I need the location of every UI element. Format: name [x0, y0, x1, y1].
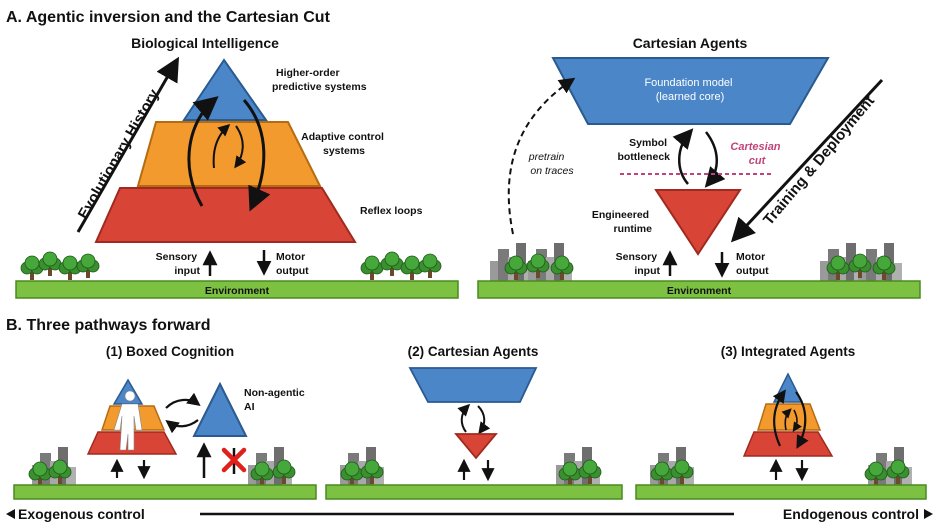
foundation-label: Foundation model (learned core) — [644, 77, 735, 103]
bio-title: Biological Intelligence — [131, 35, 279, 51]
training-arrow — [730, 78, 884, 243]
bio-inner-loop-up — [212, 123, 231, 169]
exogenous-label: Exogenous control — [18, 506, 145, 522]
path2-runtime-block — [454, 433, 498, 460]
engineered-runtime-block — [654, 189, 742, 256]
panel-b-heading: B. Three pathways forward — [6, 317, 211, 334]
cart-sensory-label: Sensory input — [616, 251, 661, 277]
integrated-inner-loop-up — [781, 408, 792, 431]
adaptive-label: Adaptive control systems — [301, 131, 387, 157]
cart-environment-label: Environment — [667, 285, 732, 297]
endogenous-label: Endogenous control — [783, 506, 919, 522]
path2-loop-down — [477, 405, 491, 435]
nonagentic-label: Non-agentic AI — [244, 387, 308, 413]
symbol-bottleneck-label: Symbol bottleneck — [617, 137, 670, 163]
bio-feedback-loop-up — [187, 96, 219, 207]
panel-a-heading: A. Agentic inversion and the Cartesian C… — [6, 9, 331, 26]
integrated-adaptive-tier — [756, 403, 822, 431]
path3-environment-bar — [635, 484, 927, 500]
spectrum-right-arrowhead — [924, 509, 933, 519]
bio-trees-right — [360, 251, 442, 281]
nonagentic-ai-block — [192, 381, 248, 437]
blocked-x-icon — [221, 447, 247, 473]
bio-environment-bar — [15, 280, 459, 299]
path2-foundation-block — [408, 367, 538, 403]
pretrain-arrow — [507, 77, 576, 235]
integrated-loop-down — [795, 391, 809, 449]
spectrum-left-arrowhead — [6, 509, 15, 519]
path2-environment-bar — [325, 484, 623, 500]
bio-feedback-loop-down — [242, 99, 271, 212]
integrated-loop-up — [772, 389, 786, 447]
evolution-arrow — [76, 56, 179, 233]
foundation-model-block — [551, 57, 830, 125]
path2-title: (2) Cartesian Agents — [408, 344, 539, 359]
bio-environment-label: Environment — [205, 285, 270, 297]
cart-environment-bar — [477, 280, 921, 299]
integrated-inner-loop-down — [792, 409, 802, 432]
path2-loop-up — [457, 403, 471, 433]
exchange-arrow-left — [165, 419, 199, 434]
bio-inner-loop-down — [234, 125, 247, 169]
path1-title: (1) Boxed Cognition — [106, 344, 234, 359]
cartesian-title: Cartesian Agents — [633, 35, 748, 51]
bio-motor-label: Motor output — [276, 251, 309, 277]
cartesian-cut-label: Cartesian cut — [730, 141, 783, 167]
adaptive-tier — [136, 121, 322, 187]
path3-title: (3) Integrated Agents — [721, 344, 856, 359]
bio-trees-left — [20, 251, 100, 281]
integrated-reflex-tier — [742, 431, 834, 457]
reflex-label: Reflex loops — [360, 205, 423, 217]
boxed-environment-bar — [13, 484, 317, 500]
pretrain-label: pretrain on traces — [528, 151, 575, 177]
human-figure-icon — [113, 390, 143, 451]
bio-sensory-label: Sensory input — [156, 251, 201, 277]
exchange-arrow-right — [165, 392, 201, 409]
cartesian-loop-down — [704, 131, 726, 188]
cartesian-loop-up — [672, 128, 694, 185]
runtime-label: Engineered runtime — [592, 209, 652, 235]
cart-trees-left — [504, 253, 574, 281]
cart-trees-right — [826, 253, 896, 281]
integrated-predictive-tier — [772, 372, 804, 403]
predictive-label: Higher-order predictive systems — [272, 67, 367, 93]
cart-motor-label: Motor output — [736, 251, 769, 277]
reflex-tier — [94, 187, 357, 243]
